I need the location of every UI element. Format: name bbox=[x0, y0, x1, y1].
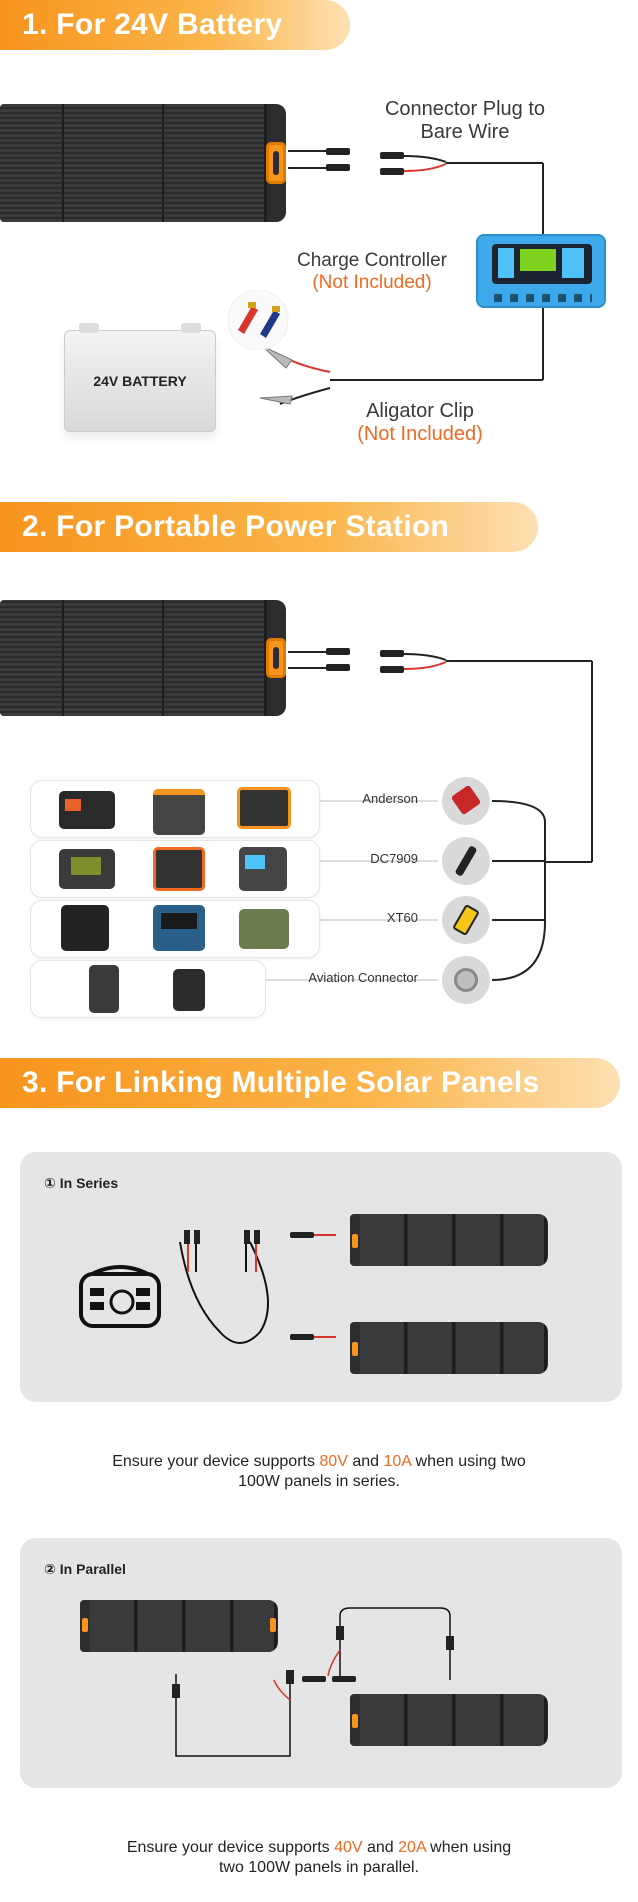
battery-device: 24V BATTERY bbox=[64, 323, 216, 432]
connector-label-anderson: Anderson bbox=[362, 791, 418, 806]
series-panel-bottom bbox=[350, 1322, 548, 1374]
charge-controller-title: Charge Controller bbox=[297, 250, 447, 271]
series-title: ① In Series bbox=[44, 1175, 119, 1191]
charge-controller-note: (Not Included) bbox=[312, 272, 432, 293]
parallel-panel-left bbox=[80, 1600, 278, 1652]
wiring-diagram-1 bbox=[259, 148, 544, 405]
parallel-voltage: 40V bbox=[334, 1839, 363, 1856]
device-row-anderson bbox=[30, 780, 320, 838]
connector-label-dc7909: DC7909 bbox=[370, 851, 418, 866]
parallel-title: ② In Parallel bbox=[44, 1561, 126, 1577]
section-3-banner: 3. For Linking Multiple Solar Panels bbox=[0, 1058, 620, 1108]
parallel-note-line2: two 100W panels in parallel. bbox=[218, 1859, 420, 1876]
series-note-b: and bbox=[347, 1453, 384, 1470]
device-row-aviation bbox=[30, 960, 266, 1018]
series-note-a: Ensure your device supports bbox=[112, 1453, 320, 1470]
parallel-note-c: when using bbox=[425, 1839, 512, 1856]
series-amperage: 10A bbox=[383, 1453, 412, 1470]
xt60-connector-icon bbox=[442, 896, 490, 944]
parallel-note-a: Ensure your device supports bbox=[126, 1839, 335, 1856]
power-station-outline-icon bbox=[79, 1265, 161, 1328]
series-note-line2: 100W panels in series. bbox=[238, 1473, 400, 1490]
parallel-box bbox=[20, 1538, 622, 1788]
parallel-note-b: and bbox=[362, 1839, 399, 1856]
series-panel-top bbox=[350, 1214, 548, 1266]
connector-label-aviation: Aviation Connector bbox=[308, 970, 418, 985]
series-note-c: when using two bbox=[411, 1453, 526, 1470]
parallel-note: Ensure your device supports 40V and 20A … bbox=[40, 1838, 598, 1878]
solar-panel-2 bbox=[0, 600, 286, 716]
charge-controller-label: Charge Controller (Not Included) bbox=[272, 250, 472, 294]
section-2-title: 2. For Portable Power Station bbox=[22, 510, 450, 543]
section-1-title: 1. For 24V Battery bbox=[22, 8, 283, 41]
series-voltage: 80V bbox=[319, 1453, 348, 1470]
alligator-clip-label: Aligator Clip (Not Included) bbox=[330, 400, 510, 446]
series-cable-diagram bbox=[179, 1230, 336, 1344]
alligator-clip-title: Aligator Clip bbox=[366, 400, 474, 422]
battery-label: 24V BATTERY bbox=[93, 373, 187, 389]
panel-handle bbox=[266, 638, 286, 678]
connector-plug-label: Connector Plug to Bare Wire bbox=[360, 98, 570, 144]
series-note: Ensure your device supports 80V and 10A … bbox=[40, 1452, 598, 1492]
anderson-connector-icon bbox=[442, 777, 490, 825]
panel-handle bbox=[266, 142, 286, 184]
connector-label-xt60: XT60 bbox=[386, 910, 418, 925]
connector-label-line2: Bare Wire bbox=[420, 121, 510, 143]
section-1-banner: 1. For 24V Battery bbox=[0, 0, 350, 50]
section-2-banner: 2. For Portable Power Station bbox=[0, 502, 538, 552]
device-row-dc7909 bbox=[30, 840, 320, 898]
clip-ends-icon bbox=[227, 290, 289, 350]
wiring-diagram-2 bbox=[262, 648, 593, 981]
alligator-clip-note: (Not Included) bbox=[357, 423, 483, 445]
parallel-cable-diagram bbox=[172, 1607, 454, 1757]
dc7909-connector-icon bbox=[442, 837, 490, 885]
charge-controller-device bbox=[476, 234, 606, 308]
connector-label-line1: Connector Plug to bbox=[384, 98, 546, 120]
section-3-title: 3. For Linking Multiple Solar Panels bbox=[22, 1066, 540, 1099]
parallel-amperage: 20A bbox=[398, 1839, 426, 1856]
aviation-connector-icon bbox=[442, 956, 490, 1004]
device-row-xt60 bbox=[30, 900, 320, 958]
solar-panel bbox=[0, 104, 286, 222]
parallel-panel-right bbox=[350, 1694, 548, 1746]
